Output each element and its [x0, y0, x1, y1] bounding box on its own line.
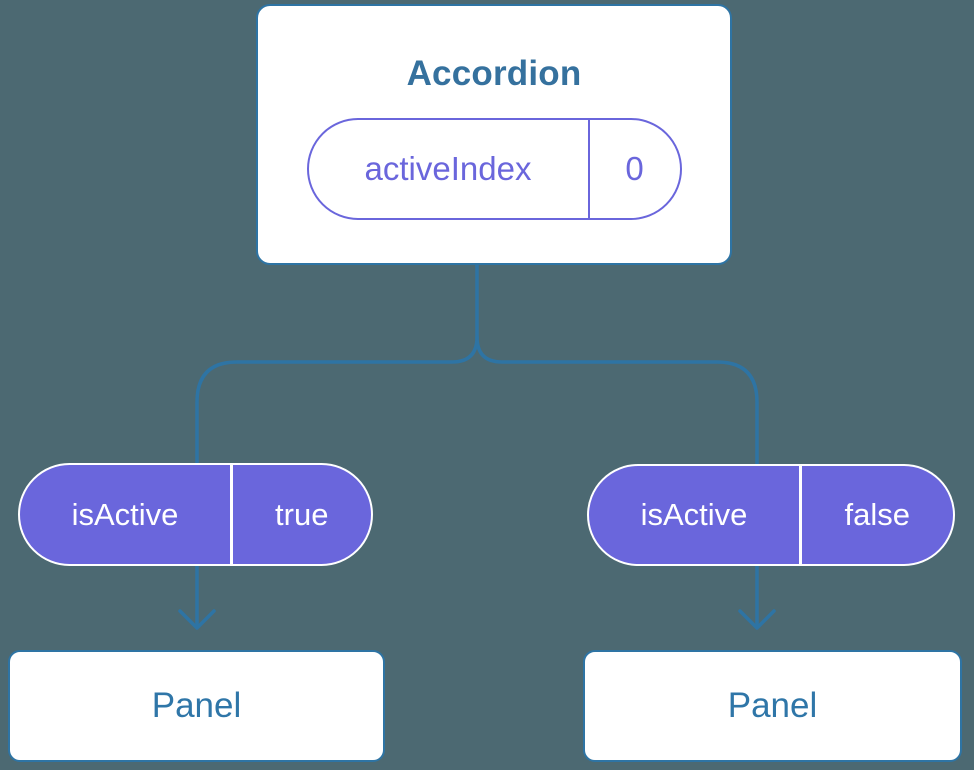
accordion-component-node: Accordion activeIndex 0 [256, 4, 732, 265]
state-name-label: activeIndex [364, 150, 532, 187]
panel-title: Panel [151, 686, 242, 725]
state-pill: activeIndex 0 [306, 118, 682, 220]
arrow-down-left-icon [178, 609, 216, 630]
prop-name-label: isActive [71, 496, 179, 532]
panel-title: Panel [727, 686, 818, 725]
panel-component-node-right: Panel [583, 650, 962, 762]
prop-value-label: false [844, 497, 910, 532]
arrow-down-right-icon [738, 609, 776, 630]
panel-component-node-left: Panel [8, 650, 385, 762]
pill-divider [799, 466, 802, 564]
state-value-label: 0 [625, 150, 644, 187]
pill-divider [230, 465, 233, 564]
pill-divider [587, 120, 590, 218]
prop-name-label: isActive [640, 497, 748, 532]
connector-left-branch [195, 263, 479, 626]
prop-value-label: true [275, 496, 329, 532]
prop-pill-is-active-false: isActive false [587, 464, 955, 566]
component-title: Accordion [406, 54, 582, 93]
connector-right-branch [475, 335, 759, 626]
prop-pill-is-active-true: isActive true [18, 463, 373, 566]
